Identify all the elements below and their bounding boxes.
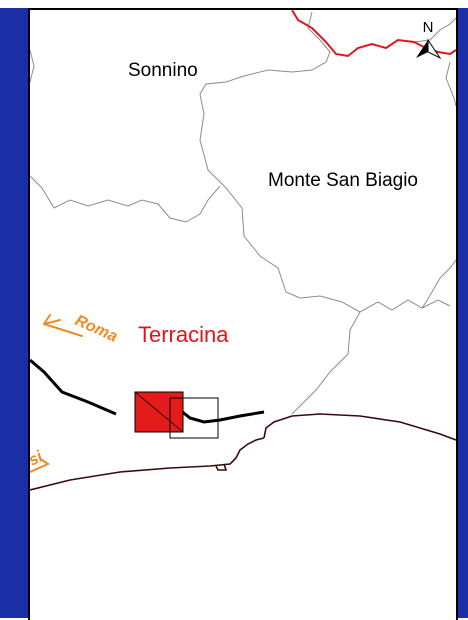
boundary-south <box>291 311 361 415</box>
municipal-boundaries <box>30 11 456 415</box>
road-label-roma: Roma <box>72 312 120 346</box>
site-marker-outline <box>169 397 219 439</box>
coastline <box>30 413 456 491</box>
site-marker-diagonal <box>134 391 184 433</box>
north-arrow-icon <box>416 40 428 58</box>
road-arrow-partial-icon <box>30 459 51 473</box>
road-arrow-roma-icon <box>43 314 83 337</box>
place-terracina: Terracina <box>138 322 229 347</box>
highway-east <box>179 408 265 424</box>
coastline-lower <box>30 437 265 491</box>
north-label: N <box>423 19 434 36</box>
boundary-west-upper <box>30 49 35 83</box>
map-panel: N Sonnino Monte San Biagio Terracina Rom… <box>28 8 458 620</box>
boundary-northeast <box>413 17 456 43</box>
map-canvas: N Sonnino Monte San Biagio Terracina Rom… <box>30 10 456 491</box>
north-arrow-icon-right <box>427 38 442 60</box>
boundary-southeast <box>421 259 456 309</box>
road-label-roma-text: Roma <box>72 312 120 346</box>
place-monte-san-biagio: Monte San Biagio <box>268 170 418 191</box>
boundary-east <box>445 61 456 107</box>
place-sonnino: Sonnino <box>128 60 198 81</box>
harbour <box>215 463 228 471</box>
highway-west <box>30 358 117 416</box>
boundary-north <box>199 11 451 313</box>
coastline-upper <box>263 413 456 441</box>
top-strip <box>0 0 468 8</box>
boundary-west <box>30 175 221 223</box>
